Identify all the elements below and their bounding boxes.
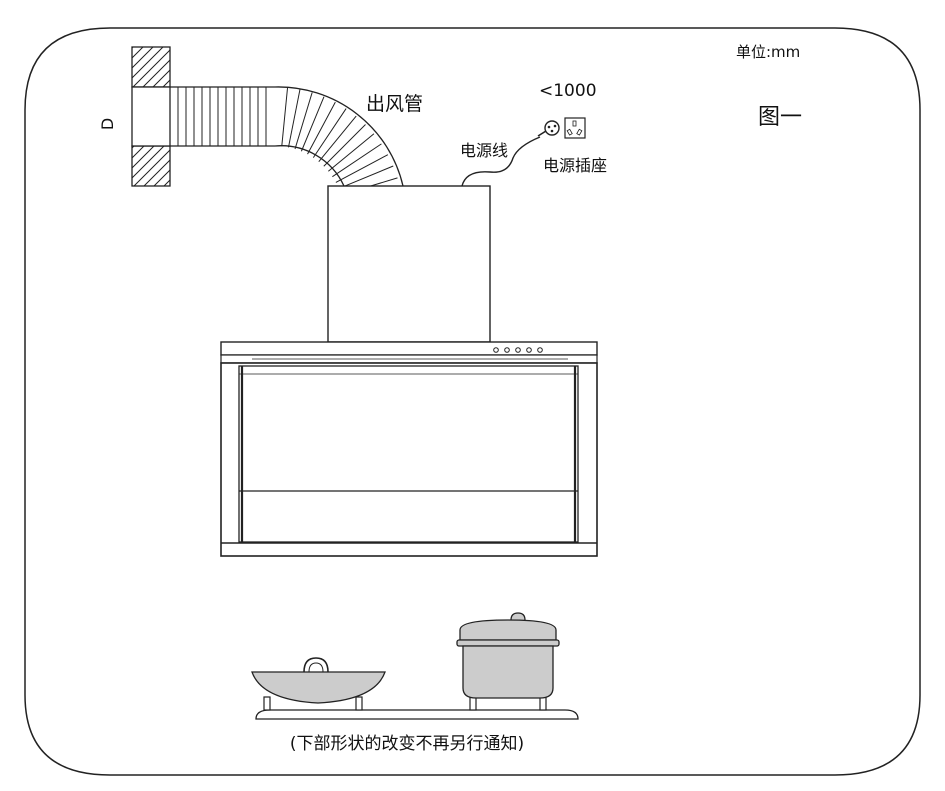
duct-rib	[332, 143, 382, 178]
power-socket-label: 电源插座	[543, 156, 607, 175]
duct-rib	[318, 115, 357, 162]
pot-icon	[456, 612, 560, 711]
exhaust-duct	[170, 86, 404, 209]
distance-label: <1000	[539, 81, 597, 101]
plug-icon	[537, 120, 560, 137]
control-button-icon	[537, 347, 543, 353]
duct-rib	[335, 154, 389, 183]
duct-label: 出风管	[366, 93, 423, 115]
duct-diameter-label: D	[98, 118, 117, 130]
duct-rib	[338, 165, 394, 190]
power-cord	[461, 136, 541, 187]
duct-rib	[307, 101, 336, 155]
control-button-icon	[493, 347, 499, 353]
wall-section	[131, 46, 171, 187]
hood-unit	[220, 341, 598, 557]
control-button-icon	[515, 347, 521, 353]
figure-title: 图一	[758, 105, 802, 130]
stove-top	[255, 709, 579, 720]
duct-rib	[281, 87, 289, 147]
power-socket-icon	[564, 117, 586, 139]
wok-icon	[251, 657, 386, 711]
control-button-icon	[526, 347, 532, 353]
chimney-body	[327, 185, 491, 343]
power-cord-label: 电源线	[460, 141, 508, 160]
frame-border	[24, 27, 921, 776]
unit-label: 单位:mm	[736, 43, 800, 61]
duct-rib	[328, 133, 375, 172]
footnote-label: (下部形状的改变不再另行通知)	[290, 734, 524, 754]
duct-rib	[287, 89, 301, 148]
duct-rib	[312, 108, 347, 158]
duct-rib	[323, 124, 366, 167]
control-buttons	[493, 347, 543, 353]
duct-rib	[294, 92, 313, 150]
duct-rib	[300, 96, 325, 152]
control-button-icon	[504, 347, 510, 353]
